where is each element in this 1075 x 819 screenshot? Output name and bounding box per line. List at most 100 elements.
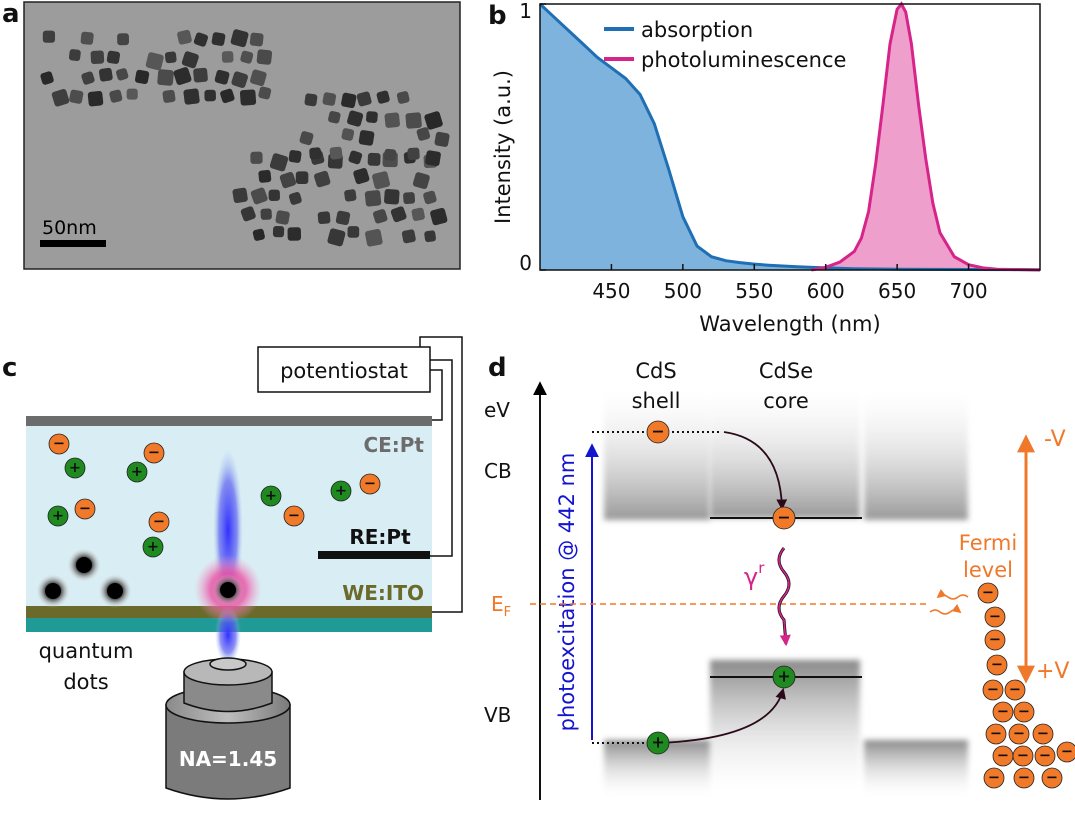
x-tick-label: 600: [807, 279, 845, 303]
nanocrystal: [40, 71, 54, 85]
y-tick-label: 0: [519, 251, 532, 275]
svg-text:−: −: [988, 770, 1000, 786]
nanocrystal: [183, 88, 200, 105]
nanocrystal: [145, 52, 164, 71]
svg-text:−: −: [987, 682, 999, 698]
nanocrystal: [396, 91, 410, 104]
nanocrystal: [347, 226, 360, 238]
tunneling-arrow-in: [929, 603, 962, 615]
nanocrystal: [358, 130, 375, 146]
negative-voltage-label: -V: [1044, 427, 1066, 452]
nanocrystal: [366, 111, 378, 123]
nanocrystal: [390, 206, 407, 223]
nanocrystal: [272, 225, 285, 238]
tunneling-arrow-out: [936, 588, 969, 600]
hole-icon: +: [772, 665, 796, 689]
nanocrystal: [231, 71, 248, 89]
svg-text:−: −: [1039, 748, 1051, 764]
nanocrystal: [250, 69, 267, 87]
y-ticks: 01: [519, 0, 546, 275]
svg-text:+: +: [335, 483, 347, 499]
fermi-level-label-line2: level: [963, 558, 1013, 582]
svg-text:−: −: [1046, 770, 1058, 786]
shell-valence-band-right: [864, 740, 968, 800]
nanocrystal: [87, 90, 104, 107]
electron-icon: −: [646, 420, 670, 444]
svg-text:−: −: [1017, 748, 1029, 764]
nanocrystal: [309, 147, 322, 160]
quantum-dot-core: [45, 583, 61, 599]
absorption-line: [538, 2, 1041, 272]
nanocrystal: [240, 50, 254, 64]
quantum-dot-core: [76, 557, 92, 573]
nanocrystal: [373, 209, 388, 224]
nanocrystal: [344, 189, 357, 202]
electron-icon: −: [983, 767, 1005, 789]
nanocrystal: [109, 89, 123, 103]
svg-text:−: −: [288, 508, 300, 524]
core-conduction-band: [710, 380, 860, 518]
photoexcitation-label: photoexcitation @ 442 nm: [555, 453, 579, 732]
nanocrystal: [230, 29, 249, 48]
counter-electrode-label: CE:Pt: [363, 433, 424, 457]
electron-icon: −: [992, 701, 1014, 723]
electron-icon: −: [1032, 723, 1054, 745]
nanocrystal: [250, 187, 268, 205]
svg-text:−: −: [989, 609, 1001, 625]
hole-icon: +: [260, 485, 282, 507]
hole-icon: +: [646, 731, 670, 755]
nanocrystal: [288, 150, 302, 163]
nanocrystal: [162, 89, 176, 103]
svg-text:−: −: [1009, 682, 1021, 698]
x-tick-label: 550: [735, 279, 773, 303]
electron-icon: −: [1013, 767, 1035, 789]
nanocrystal: [288, 192, 302, 205]
tem-particles: [40, 29, 450, 247]
nanocrystal: [411, 207, 425, 221]
nanocrystal: [304, 93, 318, 107]
electron-icon: −: [283, 505, 305, 527]
svg-text:−: −: [364, 476, 376, 492]
hole-icon: +: [330, 480, 352, 502]
nanocrystal: [412, 172, 430, 190]
nanocrystal: [434, 131, 450, 147]
nanocrystal: [117, 33, 130, 46]
electron-icon: −: [977, 582, 999, 604]
hole-icon: +: [47, 505, 69, 527]
electron-icon: −: [1008, 723, 1030, 745]
objective-body: [165, 704, 291, 800]
reference-electrode-bar: [318, 551, 430, 559]
nanocrystal: [221, 51, 234, 63]
electron-icon: −: [992, 745, 1014, 767]
nanocrystal: [405, 112, 422, 129]
absorption-fill: [540, 4, 1040, 270]
nanocrystal: [260, 208, 272, 220]
re-wire: [430, 359, 453, 557]
positive-voltage-label: +V: [1036, 659, 1069, 684]
nanocrystal: [250, 151, 263, 164]
nanocrystal: [384, 112, 400, 128]
electrolyte-ions: −+−+−+−++−+−: [47, 433, 381, 558]
svg-text:−: −: [1013, 726, 1025, 742]
counter-electrode-plate: [26, 416, 432, 426]
nanocrystal: [268, 189, 280, 201]
nanocrystal: [367, 152, 381, 166]
electron-icon: −: [984, 606, 1006, 628]
x-tick-label: 500: [664, 279, 702, 303]
svg-text:+: +: [131, 464, 143, 480]
svg-text:−: −: [1018, 704, 1030, 720]
working-electrode-label: WE:ITO: [342, 581, 424, 605]
nanocrystal: [106, 50, 121, 64]
nanocrystal: [275, 210, 290, 225]
nanocrystal: [372, 171, 391, 190]
nanocrystal: [181, 51, 199, 69]
svg-text:+: +: [651, 733, 664, 752]
valence-band-label: VB: [484, 703, 511, 727]
nanocrystal: [430, 207, 448, 226]
shell-conduction-band-right: [864, 380, 968, 520]
electron-icon: −: [148, 511, 170, 533]
electron-icon: −: [1012, 745, 1034, 767]
legend: absorption photoluminescence: [604, 18, 846, 72]
